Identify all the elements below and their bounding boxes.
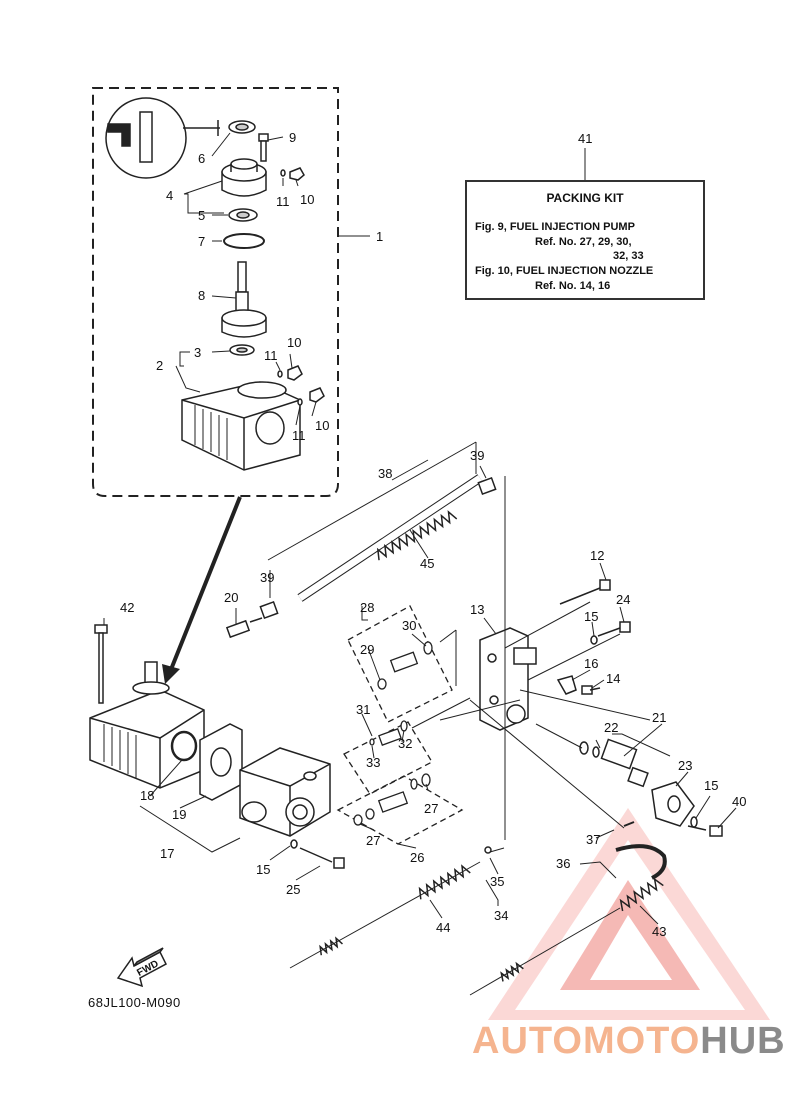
fuel-pump-cover bbox=[479, 627, 537, 731]
label-15b: 15 bbox=[256, 862, 270, 877]
label-36: 36 bbox=[556, 856, 570, 871]
label-23: 23 bbox=[678, 758, 692, 773]
label-1: 1 bbox=[376, 229, 383, 244]
label-16: 16 bbox=[584, 656, 598, 671]
label-11b: 11 bbox=[264, 348, 278, 363]
label-37: 37 bbox=[586, 832, 600, 847]
small-hardware bbox=[225, 477, 635, 869]
label-11a: 11 bbox=[276, 194, 290, 209]
part-labels: 1 2 3 4 5 6 7 8 9 10 10 10 11 11 11 12 1… bbox=[120, 130, 746, 939]
label-43: 43 bbox=[652, 924, 666, 939]
label-5: 5 bbox=[198, 208, 205, 223]
label-17: 17 bbox=[160, 846, 174, 861]
label-20: 20 bbox=[224, 590, 238, 605]
label-25: 25 bbox=[286, 882, 300, 897]
label-6: 6 bbox=[198, 151, 205, 166]
label-44: 44 bbox=[436, 920, 450, 935]
fwd-arrow bbox=[116, 947, 167, 988]
group-boxes bbox=[336, 605, 464, 845]
packing-kit-line-3: 32, 33 bbox=[613, 250, 644, 262]
diagram-code: 68JL100-M090 bbox=[88, 995, 181, 1010]
label-35: 35 bbox=[490, 874, 504, 889]
packing-kit-line-1: Fig. 9, FUEL INJECTION PUMP bbox=[475, 221, 635, 233]
label-31: 31 bbox=[356, 702, 370, 717]
label-27b: 27 bbox=[366, 833, 380, 848]
packing-kit-line-5: Ref. No. 14, 16 bbox=[535, 280, 611, 292]
label-39a: 39 bbox=[470, 448, 484, 463]
arrow-to-block bbox=[162, 496, 242, 684]
label-21: 21 bbox=[652, 710, 666, 725]
assembly-dashed-box bbox=[92, 87, 339, 497]
label-10c: 10 bbox=[315, 418, 329, 433]
label-39b: 39 bbox=[260, 570, 274, 585]
springs bbox=[319, 510, 667, 982]
label-29: 29 bbox=[360, 642, 374, 657]
label-41: 41 bbox=[578, 131, 592, 146]
pump-upper-parts bbox=[181, 120, 325, 471]
label-14: 14 bbox=[606, 671, 620, 686]
detail-callout bbox=[105, 97, 220, 179]
label-33: 33 bbox=[366, 755, 380, 770]
watermark-text: AUTOMOTOHUB bbox=[472, 1020, 786, 1063]
packing-kit-box: PACKING KIT Fig. 9, FUEL INJECTION PUMP … bbox=[465, 180, 705, 300]
label-28: 28 bbox=[360, 600, 374, 615]
label-12: 12 bbox=[590, 548, 604, 563]
pump-body bbox=[239, 747, 331, 837]
label-34: 34 bbox=[494, 908, 508, 923]
label-26: 26 bbox=[410, 850, 424, 865]
label-8: 8 bbox=[198, 288, 205, 303]
label-22: 22 bbox=[604, 720, 618, 735]
label-2: 2 bbox=[156, 358, 163, 373]
label-30: 30 bbox=[402, 618, 416, 633]
lower-block bbox=[89, 624, 243, 801]
packing-kit-line-4: Fig. 10, FUEL INJECTION NOZZLE bbox=[475, 265, 654, 277]
label-42: 42 bbox=[120, 600, 134, 615]
label-15a: 15 bbox=[584, 609, 598, 624]
label-11c: 11 bbox=[292, 428, 306, 443]
label-40: 40 bbox=[732, 794, 746, 809]
watermark-logo bbox=[488, 808, 770, 1020]
label-9: 9 bbox=[289, 130, 296, 145]
label-45: 45 bbox=[420, 556, 434, 571]
label-38: 38 bbox=[378, 466, 392, 481]
label-18: 18 bbox=[140, 788, 154, 803]
label-10b: 10 bbox=[287, 335, 301, 350]
packing-kit-title: PACKING KIT bbox=[546, 191, 624, 205]
label-27a: 27 bbox=[424, 801, 438, 816]
label-7: 7 bbox=[198, 234, 205, 249]
lower-leader-lines bbox=[103, 459, 737, 925]
watermark-part-2: HUB bbox=[700, 1020, 786, 1062]
packing-kit-line-2: Ref. No. 27, 29, 30, bbox=[535, 236, 632, 248]
watermark-part-1: AUTOMOTO bbox=[472, 1020, 701, 1062]
shafts-and-lines bbox=[267, 441, 651, 996]
right-components bbox=[556, 579, 723, 837]
label-13: 13 bbox=[470, 602, 484, 617]
upper-leader-lines bbox=[175, 132, 317, 426]
label-4: 4 bbox=[166, 188, 173, 203]
label-24: 24 bbox=[616, 592, 630, 607]
group-parts bbox=[353, 641, 433, 826]
label-3: 3 bbox=[194, 345, 201, 360]
label-32: 32 bbox=[398, 736, 412, 751]
label-15c: 15 bbox=[704, 778, 718, 793]
label-10a: 10 bbox=[300, 192, 314, 207]
label-19: 19 bbox=[172, 807, 186, 822]
